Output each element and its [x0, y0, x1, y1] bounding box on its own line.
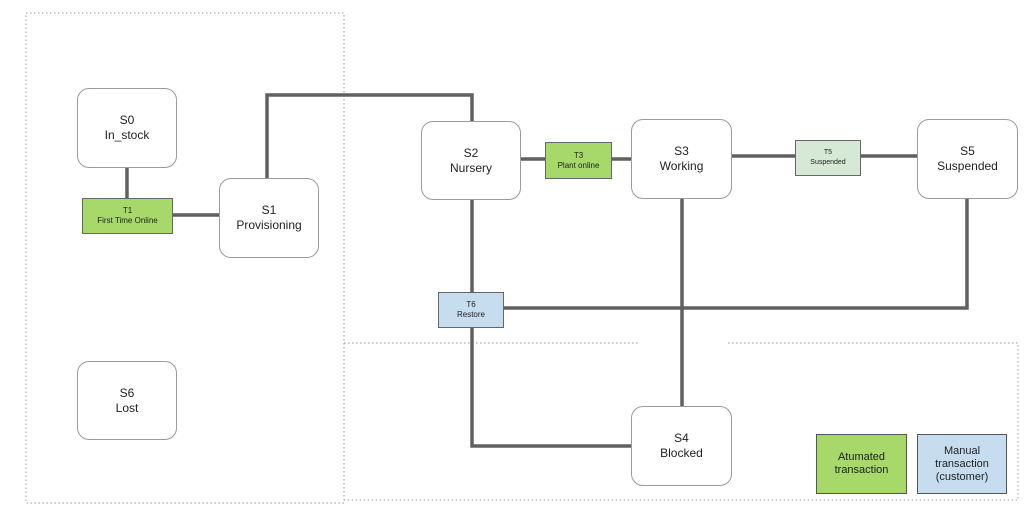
edge-t6-s5 — [504, 199, 969, 310]
state-s1-id: S1 — [261, 203, 277, 217]
state-s4-name: Blocked — [660, 446, 703, 460]
transition-t1[interactable]: T1 First Time Online — [82, 198, 173, 234]
transition-t6-id: T6 — [466, 300, 476, 309]
edge-s1-s2 — [265, 93, 474, 178]
state-s2-id: S2 — [463, 145, 479, 160]
state-s0[interactable]: S0 In_stock — [77, 88, 177, 168]
legend-automated-label: Atumated transaction — [834, 451, 889, 476]
state-s4-id: S4 — [674, 431, 689, 445]
state-s2[interactable]: S2 Nursery — [421, 121, 521, 200]
legend-manual: Manual transaction (customer) — [917, 434, 1007, 494]
state-s1-name: Provisioning — [236, 218, 302, 232]
state-s5-name: Suspended — [937, 159, 998, 173]
legend-manual-label: Manual transaction (customer) — [935, 444, 989, 483]
state-s6-name: Lost — [115, 400, 139, 415]
state-s5-id: S5 — [960, 144, 975, 158]
transition-t5[interactable]: T5 Suspended — [795, 140, 861, 176]
transition-t1-id: T1 — [122, 206, 133, 215]
state-s6[interactable]: S6 Lost — [77, 361, 177, 440]
state-s4[interactable]: S4 Blocked — [631, 406, 732, 486]
state-s0-name: In_stock — [104, 128, 150, 142]
transition-t3[interactable]: T3 Plant online — [545, 142, 612, 179]
state-s3-name: Working — [659, 159, 704, 173]
transition-t6-name: Restore — [456, 310, 485, 319]
state-s0-id: S0 — [119, 113, 135, 127]
state-s2-name: Nursery — [449, 160, 492, 175]
region-left — [25, 12, 345, 504]
transition-t6[interactable]: T6 Restore — [438, 292, 504, 328]
edge-t6-s4 — [470, 328, 631, 448]
state-s6-id: S6 — [119, 385, 135, 400]
transition-t3-name: Plant online — [557, 160, 600, 170]
region-bottom-right-2 — [344, 342, 1019, 501]
transition-t1-name: First Time Online — [97, 216, 158, 225]
transition-t5-id: T5 — [823, 149, 833, 156]
transition-t3-id: T3 — [573, 150, 584, 160]
transition-t5-name: Suspended — [810, 159, 846, 166]
legend-automated: Atumated transaction — [816, 434, 907, 494]
state-s3-id: S3 — [674, 144, 689, 158]
state-s3[interactable]: S3 Working — [631, 119, 732, 199]
state-s1[interactable]: S1 Provisioning — [219, 178, 319, 258]
state-s5[interactable]: S5 Suspended — [917, 119, 1018, 199]
